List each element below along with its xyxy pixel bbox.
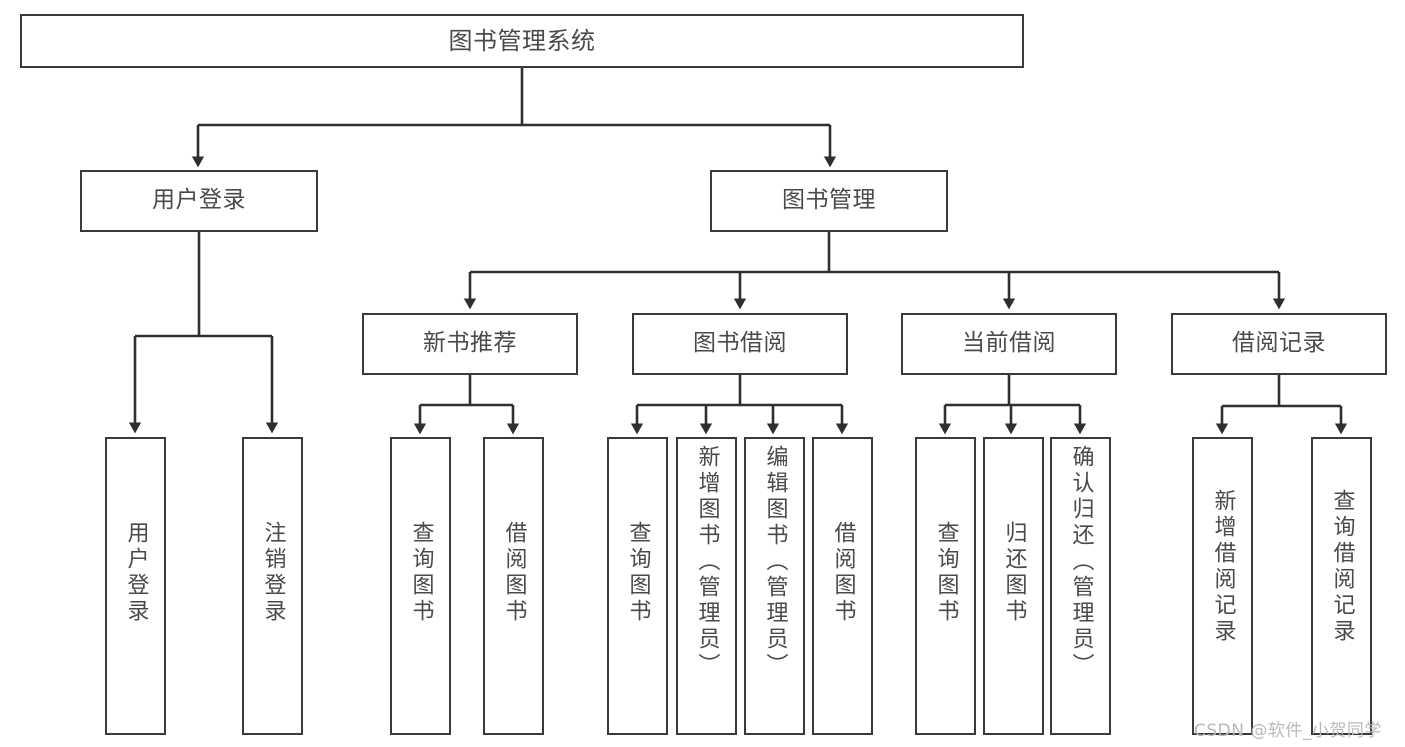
node-label: 查询图书 <box>933 521 959 625</box>
node-label: 查询借阅记录 <box>1329 489 1355 645</box>
node-new-book-recommend[interactable]: 新书推荐 <box>362 313 578 375</box>
leaf-add-borrow-record[interactable]: 新增借阅记录 <box>1192 437 1253 735</box>
node-label: 图书借阅 <box>693 330 787 357</box>
leaf-confirm-return-admin[interactable]: 确认归还（管理员） <box>1050 437 1111 735</box>
node-book-management[interactable]: 图书管理 <box>710 170 948 232</box>
node-label: 新增借阅记录 <box>1210 489 1236 645</box>
leaf-logout-login[interactable]: 注销登录 <box>242 437 303 735</box>
node-label: 查询图书 <box>625 521 651 625</box>
leaf-borrow-book[interactable]: 借阅图书 <box>812 437 873 735</box>
leaf-return-book[interactable]: 归还图书 <box>983 437 1044 735</box>
leaf-query-borrow-record[interactable]: 查询借阅记录 <box>1311 437 1372 735</box>
node-root-system[interactable]: 图书管理系统 <box>20 14 1024 68</box>
node-label: 新增图书（管理员） <box>694 445 720 679</box>
leaf-borrow-book-new[interactable]: 借阅图书 <box>483 437 544 735</box>
node-label: 用户登录 <box>152 187 246 214</box>
leaf-edit-book-admin[interactable]: 编辑图书（管理员） <box>744 437 805 735</box>
node-book-borrow[interactable]: 图书借阅 <box>632 313 848 375</box>
node-label: 图书管理 <box>782 187 876 214</box>
node-label: 当前借阅 <box>962 330 1056 357</box>
leaf-query-book-current[interactable]: 查询图书 <box>915 437 976 735</box>
node-label: 确认归还（管理员） <box>1068 445 1094 679</box>
node-borrow-record[interactable]: 借阅记录 <box>1171 313 1387 375</box>
leaf-query-book-new[interactable]: 查询图书 <box>390 437 451 735</box>
leaf-query-book-borrow[interactable]: 查询图书 <box>607 437 668 735</box>
node-label: 查询图书 <box>408 521 434 625</box>
node-label: 借阅记录 <box>1232 330 1326 357</box>
node-label: 归还图书 <box>1001 521 1027 625</box>
node-user-login[interactable]: 用户登录 <box>80 170 318 232</box>
node-label: 新书推荐 <box>423 330 517 357</box>
node-label: 图书管理系统 <box>448 26 596 55</box>
node-label: 借阅图书 <box>501 521 527 625</box>
node-label: 注销登录 <box>260 521 286 625</box>
node-label: 编辑图书（管理员） <box>762 445 788 679</box>
csdn-watermark: CSDN @软件_小贺同学 <box>1194 721 1382 741</box>
leaf-add-book-admin[interactable]: 新增图书（管理员） <box>676 437 737 735</box>
node-current-borrow[interactable]: 当前借阅 <box>901 313 1117 375</box>
node-label: 用户登录 <box>123 521 149 625</box>
node-label: 借阅图书 <box>830 521 856 625</box>
leaf-user-login[interactable]: 用户登录 <box>105 437 166 735</box>
